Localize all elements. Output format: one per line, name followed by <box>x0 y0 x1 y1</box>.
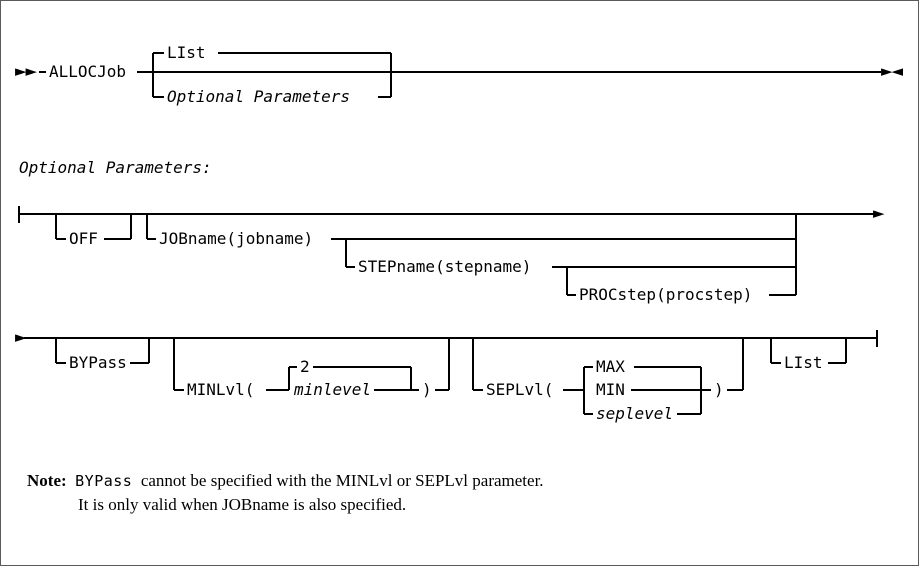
row1-default-list-label: LIst <box>164 45 209 61</box>
param-off-label: OFF <box>66 231 101 247</box>
param-procstep-label: PROCstep(procstep) <box>576 287 756 303</box>
minlvl-default-value-label: 2 <box>297 359 313 375</box>
param-list-label: LIst <box>781 355 826 371</box>
param-seplvl-open-label: SEPLvl( <box>483 382 557 398</box>
minlvl-variable-label: minlevel <box>291 382 375 398</box>
seplvl-close-paren-label: ) <box>711 382 727 398</box>
section-label-optional-parameters: Optional Parameters: <box>19 158 212 177</box>
note-label: Note: <box>27 471 67 490</box>
start-marker-icon: ►► <box>15 62 37 80</box>
note-block: Note: BYPass cannot be specified with th… <box>27 469 544 516</box>
row2-continue-right-icon: ► <box>873 204 885 222</box>
row3-continue-right-icon: ► <box>15 328 27 346</box>
param-bypass-label: BYPass <box>66 355 130 371</box>
param-stepname-label: STEPname(stepname) <box>355 259 535 275</box>
minlvl-close-paren-label: ) <box>419 382 435 398</box>
row1-optional-parameters-label: Optional Parameters <box>164 89 354 105</box>
note-spacer <box>67 471 76 490</box>
note-line-1: Note: BYPass cannot be specified with th… <box>27 469 544 493</box>
end-marker-icon: ►◄ <box>881 62 903 80</box>
note-line-2: It is only valid when JOBname is also sp… <box>78 495 407 514</box>
note-bypass-token: BYPass <box>75 472 133 490</box>
param-jobname-label: JOBname(jobname) <box>156 231 317 247</box>
seplvl-variable-label: seplevel <box>593 406 677 422</box>
note-line-1-rest: cannot be specified with the MINLvl or S… <box>132 471 544 490</box>
seplvl-option-min-label: MIN <box>593 382 628 398</box>
seplvl-default-max-label: MAX <box>593 359 628 375</box>
param-minlvl-open-label: MINLvl( <box>184 382 258 398</box>
command-allocjob-label: ALLOCJob <box>46 64 130 80</box>
